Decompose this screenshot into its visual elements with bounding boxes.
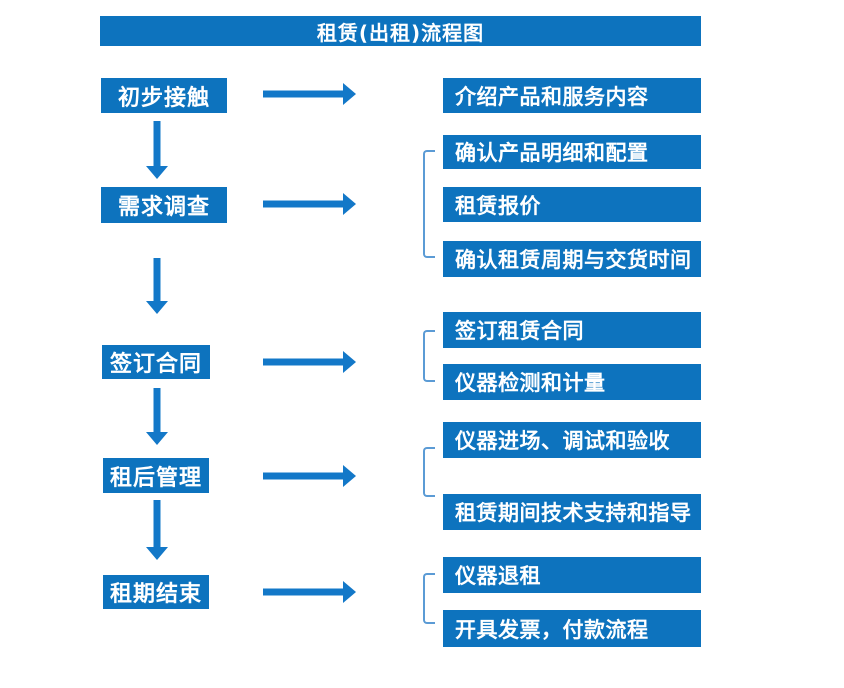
right-arrow-1-shaft (263, 90, 344, 98)
detail-instrument-testing-measurement: 仪器检测和计量 (443, 364, 701, 400)
right-arrow-4-head (343, 465, 356, 487)
group-bracket-post-rental (423, 447, 435, 497)
group-bracket-rental-end (423, 573, 435, 624)
down-arrow-2 (146, 258, 168, 314)
flowchart-title: 租赁(出租)流程图 (100, 16, 701, 46)
step-post-rental-management: 租后管理 (103, 458, 209, 493)
detail-introduce-products-services: 介绍产品和服务内容 (443, 78, 701, 113)
detail-invoice-payment-process: 开具发票，付款流程 (443, 610, 701, 647)
right-arrow-4-shaft (263, 472, 344, 480)
group-bracket-sign-contract (423, 330, 435, 382)
group-bracket-demand-survey (423, 150, 435, 258)
down-arrow-1-shaft (153, 121, 161, 167)
detail-sign-rental-contract: 签订租赁合同 (443, 312, 701, 348)
right-arrow-3 (263, 351, 356, 373)
step-initial-contact: 初步接触 (101, 78, 227, 113)
down-arrow-3-shaft (153, 388, 161, 433)
down-arrow-3-head (146, 432, 168, 445)
down-arrow-4-head (146, 547, 168, 560)
right-arrow-2-head (343, 193, 356, 215)
right-arrow-2 (263, 193, 356, 215)
detail-confirm-product-details: 确认产品明细和配置 (443, 135, 701, 169)
down-arrow-4 (146, 500, 168, 560)
down-arrow-3 (146, 388, 168, 445)
down-arrow-2-head (146, 301, 168, 314)
right-arrow-5-head (343, 581, 356, 603)
down-arrow-1-head (146, 166, 168, 179)
right-arrow-1 (263, 83, 356, 105)
detail-confirm-rental-period-delivery: 确认租赁周期与交货时间 (443, 241, 701, 277)
step-demand-survey: 需求调查 (101, 187, 227, 223)
right-arrow-3-head (343, 351, 356, 373)
right-arrow-3-shaft (263, 358, 344, 366)
right-arrow-4 (263, 465, 356, 487)
right-arrow-5-shaft (263, 588, 344, 596)
right-arrow-5 (263, 581, 356, 603)
down-arrow-4-shaft (153, 500, 161, 548)
detail-rental-quotation: 租赁报价 (443, 187, 701, 222)
detail-instrument-return: 仪器退租 (443, 557, 701, 593)
detail-technical-support-guidance: 租赁期间技术支持和指导 (443, 494, 701, 530)
step-sign-contract: 签订合同 (102, 345, 210, 379)
down-arrow-1 (146, 121, 168, 179)
detail-instrument-setup-acceptance: 仪器进场、调试和验收 (443, 422, 701, 458)
step-rental-end: 租期结束 (103, 575, 209, 609)
down-arrow-2-shaft (153, 258, 161, 302)
right-arrow-1-head (343, 83, 356, 105)
right-arrow-2-shaft (263, 200, 344, 208)
